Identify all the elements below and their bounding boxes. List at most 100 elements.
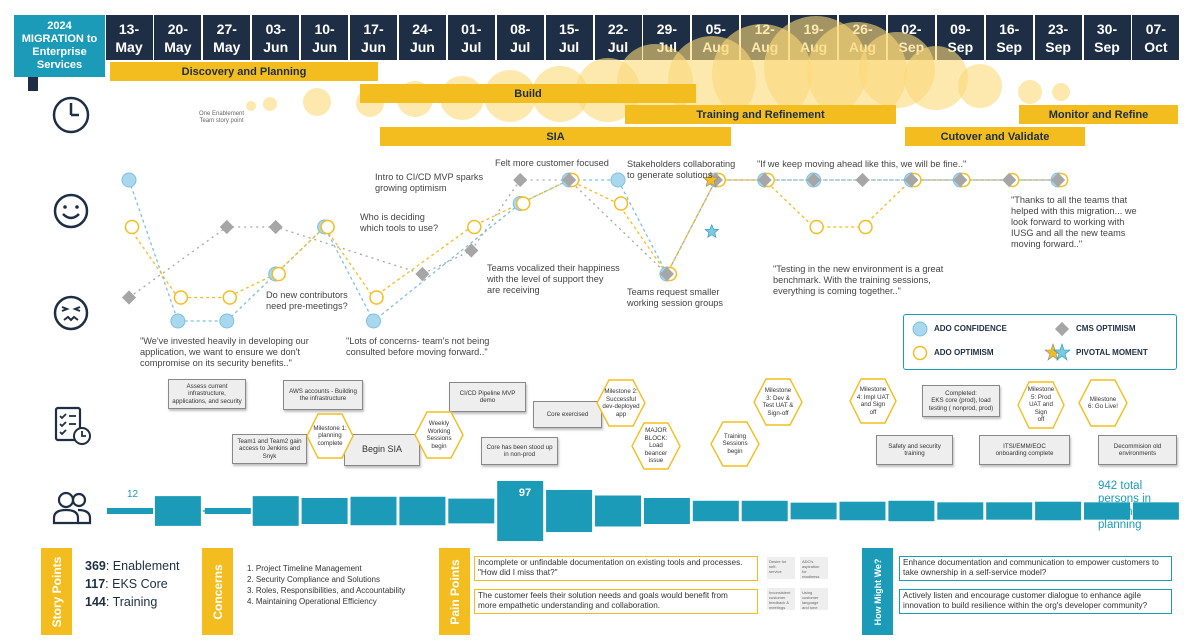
concern-item: 2. Security Compliance and Solutions bbox=[247, 575, 380, 584]
story-points-label: Story Points bbox=[41, 548, 72, 635]
milestone-1: Milestone 1: planning complete bbox=[306, 412, 354, 460]
hmw-dialogue: Actively listen and encourage customer d… bbox=[899, 589, 1172, 614]
attendance-bar bbox=[546, 489, 593, 533]
ado-optimism-point bbox=[515, 196, 531, 211]
event-cicd-mvp-demo: CI/CD Pipeline MVP demo bbox=[449, 382, 526, 412]
people-icon bbox=[52, 491, 92, 525]
note-concerns: "Lots of concerns- team's not being cons… bbox=[346, 336, 490, 357]
date-column-5: 17- Jun bbox=[350, 15, 397, 60]
cms-optimism-point bbox=[659, 266, 674, 282]
smiley-face-icon bbox=[53, 193, 89, 229]
ado-confidence-point bbox=[366, 313, 381, 329]
concern-item: 3. Roles, Responsibilities, and Accounta… bbox=[247, 586, 406, 595]
attendance-first-value: 12 bbox=[127, 489, 139, 500]
pivotal-moment-star bbox=[704, 223, 720, 239]
sticky-note: Desire for self- service bbox=[767, 557, 795, 579]
title-badge: 2024 MIGRATION to Enterprise Services bbox=[14, 15, 105, 91]
attendance-bar bbox=[399, 496, 446, 526]
activity-bubble bbox=[904, 46, 968, 110]
attendance-bar bbox=[107, 508, 153, 514]
cms-optimism-point bbox=[562, 172, 577, 188]
attendance-bar bbox=[350, 496, 397, 526]
phase-cutover: Cutover and Validate bbox=[905, 127, 1085, 146]
note-stakeholders: Stakeholders collaborating to generate s… bbox=[627, 159, 736, 180]
attendance-peak-value: 97 bbox=[518, 487, 532, 499]
attendance-bar bbox=[692, 500, 739, 522]
cms-optimism-point bbox=[1002, 172, 1017, 188]
activity-bubble bbox=[263, 97, 277, 111]
hmw-documentation: Enhance documentation and communication … bbox=[899, 556, 1172, 581]
attendance-bar bbox=[497, 480, 544, 542]
event-aws-accounts: AWS accounts - Building the infrastructu… bbox=[283, 380, 363, 410]
cms-optimism-point bbox=[904, 172, 919, 188]
legend-ado-confidence: ADO CONFIDENCE bbox=[934, 324, 1007, 333]
cms-optimism-point bbox=[415, 266, 430, 282]
date-column-4: 10- Jun bbox=[301, 15, 349, 60]
cms-optimism-point bbox=[464, 243, 479, 258]
milestone-2: Milestone 2: Successful dev-deployed app bbox=[596, 378, 646, 428]
milestone-6: Milestone 6: Go Live! bbox=[1078, 378, 1128, 428]
date-column-0: 13- May bbox=[105, 15, 153, 60]
sticky-note: Inconsistent customer feedback & meeting… bbox=[767, 588, 795, 610]
date-column-1: 20- May bbox=[154, 15, 202, 60]
ado-optimism-point bbox=[467, 219, 482, 235]
ado-confidence-point bbox=[610, 172, 626, 188]
note-security-benefits: "We've invested heavily in developing ou… bbox=[140, 336, 309, 368]
event-assess-infrastructure: Assess current infrastructure, applicati… bbox=[168, 379, 246, 409]
note-smaller-groups: Teams request smaller working session gr… bbox=[627, 287, 724, 308]
activity-bubble bbox=[303, 88, 331, 116]
attendance-bar bbox=[252, 496, 299, 526]
checklist-icon bbox=[54, 406, 91, 445]
note-thanks: "Thanks to all the teams that helped wit… bbox=[1011, 195, 1137, 249]
upset-face-icon bbox=[53, 295, 89, 331]
attendance-bar bbox=[790, 502, 837, 520]
ado-optimism-point bbox=[173, 290, 189, 305]
milestone-4: Milestone 4: Impl UAT and Sign off bbox=[849, 377, 897, 425]
cms-optimism-point bbox=[513, 172, 528, 188]
concerns-label: Concerns bbox=[202, 548, 233, 635]
clock-icon bbox=[52, 96, 90, 134]
ado-confidence-point bbox=[219, 313, 235, 329]
phase-build: Build bbox=[360, 84, 696, 103]
sticky-note: Using customer language and tone bbox=[800, 588, 828, 610]
note-cicd-mvp: Intro to CI/CD MVP sparks growing optimi… bbox=[375, 172, 484, 193]
ado-optimism-point bbox=[613, 196, 629, 211]
phase-monitor: Monitor and Refine bbox=[1019, 105, 1178, 124]
attendance-bar bbox=[1084, 502, 1130, 520]
milestone-weekly-sessions: Weekly Working Sessions begin bbox=[414, 410, 464, 460]
phase-training: Training and Refinement bbox=[625, 105, 896, 124]
date-column-9: 15- Jul bbox=[545, 15, 593, 60]
event-core-nonprod: Core has been stood up in non-prod bbox=[481, 437, 558, 465]
attendance-bar bbox=[1035, 501, 1082, 521]
story-points-training: 144: Training bbox=[85, 595, 158, 609]
cms-optimism-point bbox=[953, 172, 968, 188]
activity-bubble bbox=[246, 101, 256, 111]
note-pre-meetings: Do new contributors need pre-meetings? bbox=[266, 290, 348, 311]
ado-optimism-point bbox=[271, 266, 286, 282]
attendance-bar bbox=[888, 500, 935, 522]
attendance-bar bbox=[986, 502, 1033, 520]
note-happiness: Teams vocalized their happiness with the… bbox=[487, 263, 620, 295]
date-column-21: 07- Oct bbox=[1132, 15, 1180, 60]
milestone-3: Milestone 3: Dev & Test UAT & Sign-off bbox=[753, 377, 803, 427]
attendance-total: 942 total persons in meeting planning bbox=[1098, 480, 1152, 531]
cms-optimism-point bbox=[219, 219, 234, 235]
note-tools-decision: Who is deciding which tools to use? bbox=[360, 212, 439, 233]
cms-optimism-point bbox=[1051, 172, 1066, 188]
event-decommission: Decommision old environments bbox=[1098, 435, 1177, 465]
attendance-bar bbox=[741, 500, 788, 522]
cms-optimism-point bbox=[757, 172, 772, 188]
activity-bubble bbox=[958, 64, 1002, 108]
date-column-6: 24- Jun bbox=[398, 15, 446, 60]
ado-optimism-point bbox=[858, 219, 873, 235]
event-safety-training: Safety and security training bbox=[876, 435, 953, 465]
milestone-major-block: MAJOR BLOCK: Load beancer issue bbox=[631, 421, 681, 471]
ado-optimism-swatch bbox=[912, 345, 928, 361]
ado-confidence-point bbox=[170, 313, 186, 329]
attendance-bar bbox=[595, 495, 641, 527]
legend: ADO CONFIDENCE ADO OPTIMISM CMS OPTIMISM… bbox=[903, 314, 1177, 370]
attendance-bar bbox=[643, 497, 690, 525]
ado-optimism-point bbox=[809, 219, 824, 235]
date-column-2: 27- May bbox=[203, 15, 251, 60]
ado-optimism-point bbox=[369, 290, 384, 305]
